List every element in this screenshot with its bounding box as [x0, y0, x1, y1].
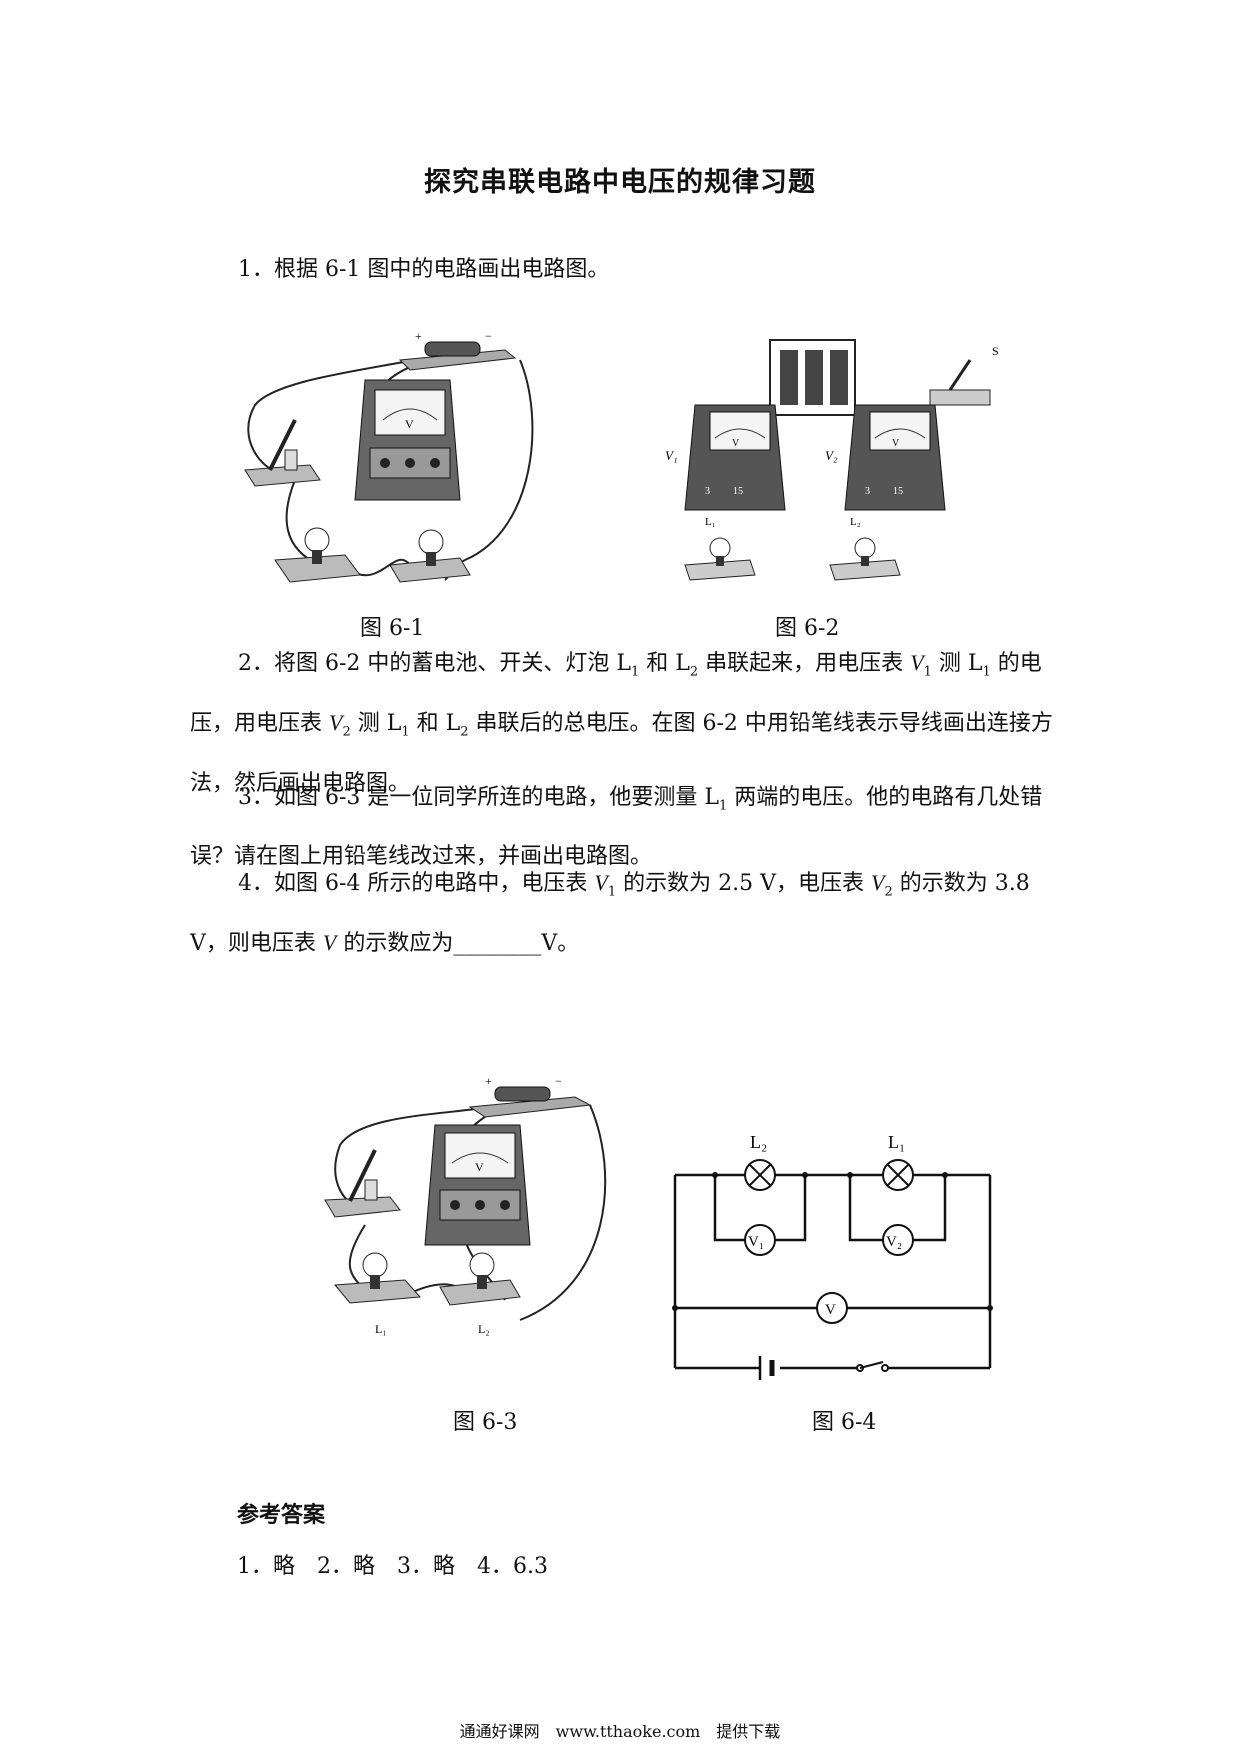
svg-text:V: V: [732, 438, 740, 449]
battery-icon: + −: [468, 1075, 592, 1118]
bulb-l2-icon: [389, 529, 471, 583]
switch-icon: S: [929, 344, 999, 406]
bulb-l1-icon: [274, 527, 361, 583]
answers-text: 1．略 2．略 3．略 4．6.3: [237, 1554, 548, 1579]
question-3: 3．如图 6-3 是一位同学所连的电路，他要测量 L1 两端的电压。他的电路有几…: [190, 785, 1043, 870]
svg-text:15: 15: [733, 486, 743, 497]
battery-icon: + −: [398, 330, 517, 371]
svg-text:V₁: V₁: [748, 1234, 764, 1250]
figure-6-2-caption: 图 6-2: [775, 616, 840, 641]
question-2: 2．将图 6-2 中的蓄电池、开关、灯泡 L1 和 L2 串联起来，用电压表 V…: [190, 650, 1053, 796]
svg-text:V: V: [475, 1160, 484, 1174]
svg-text:L₁: L₁: [705, 516, 716, 528]
switch-icon: [244, 419, 321, 487]
figure-6-4-caption: 图 6-4: [812, 1410, 877, 1435]
switch-symbol-icon: [856, 1361, 889, 1372]
figure-6-3: + − V L₁ L₂: [324, 1075, 607, 1336]
svg-text:V: V: [825, 1302, 836, 1318]
voltmeter-v-icon: V: [816, 1292, 848, 1324]
svg-text:+: +: [415, 330, 422, 343]
voltmeter-v2-icon: V 3 15 V₂: [825, 404, 946, 511]
svg-text:+: +: [485, 1075, 492, 1088]
svg-text:V: V: [405, 417, 414, 431]
lamp-l2-icon: L₂: [744, 1132, 776, 1191]
lamp-l1-icon: L₁: [882, 1132, 914, 1191]
figure-6-1: + − V: [244, 330, 534, 583]
svg-text:15: 15: [893, 486, 903, 497]
voltmeter-icon: V: [354, 379, 461, 501]
svg-text:V₂: V₂: [825, 448, 838, 463]
question-4: 4．如图 6-4 所示的电路中，电压表 V1 的示数为 2.5 V，电压表 V2…: [190, 870, 1030, 957]
page-title: 探究串联电路中电压的规律习题: [424, 167, 816, 198]
voltmeter-v1-icon: V 3 15 V₁: [665, 404, 786, 511]
svg-text:V₁: V₁: [665, 448, 677, 463]
svg-text:V: V: [892, 438, 900, 449]
svg-text:3: 3: [865, 486, 870, 497]
voltmeter-v2-icon: V₂: [882, 1224, 914, 1256]
bulb-l2-icon: L₂: [439, 1252, 521, 1336]
svg-text:−: −: [485, 330, 492, 343]
voltmeter-v1-icon: V₁: [744, 1224, 776, 1256]
svg-text:L₂: L₂: [750, 1132, 767, 1152]
bulb-l2-icon: L₂: [829, 516, 901, 581]
svg-text:L₁: L₁: [888, 1132, 905, 1152]
footer: 通通好课网 www.tthaoke.com 提供下载: [459, 1722, 781, 1741]
svg-text:S: S: [992, 344, 999, 358]
svg-text:3: 3: [705, 486, 710, 497]
question-1: 1．根据 6-1 图中的电路画出电路图。: [238, 257, 610, 282]
figure-6-1-caption: 图 6-1: [360, 616, 425, 641]
figure-6-2: S V 3 15 V₁ V 3 15 V₂ L₁ L₂: [665, 339, 999, 581]
figure-6-4: L₂ L₁ V₁ V₂ V: [672, 1132, 993, 1380]
bulb-l1-icon: L₁: [684, 516, 756, 581]
svg-text:L₂: L₂: [478, 1322, 490, 1336]
voltmeter-icon: V: [424, 1124, 531, 1246]
svg-text:L₁: L₁: [375, 1322, 387, 1336]
figure-6-3-caption: 图 6-3: [453, 1410, 518, 1435]
accumulator-icon: [769, 339, 856, 416]
svg-text:L₂: L₂: [850, 516, 861, 528]
svg-text:V₂: V₂: [886, 1234, 902, 1250]
battery-symbol-icon: [758, 1356, 775, 1380]
svg-text:−: −: [555, 1075, 562, 1088]
switch-icon: [324, 1149, 401, 1218]
answers-heading: 参考答案: [237, 1502, 326, 1528]
bulb-l1-icon: L₁: [333, 1252, 422, 1336]
